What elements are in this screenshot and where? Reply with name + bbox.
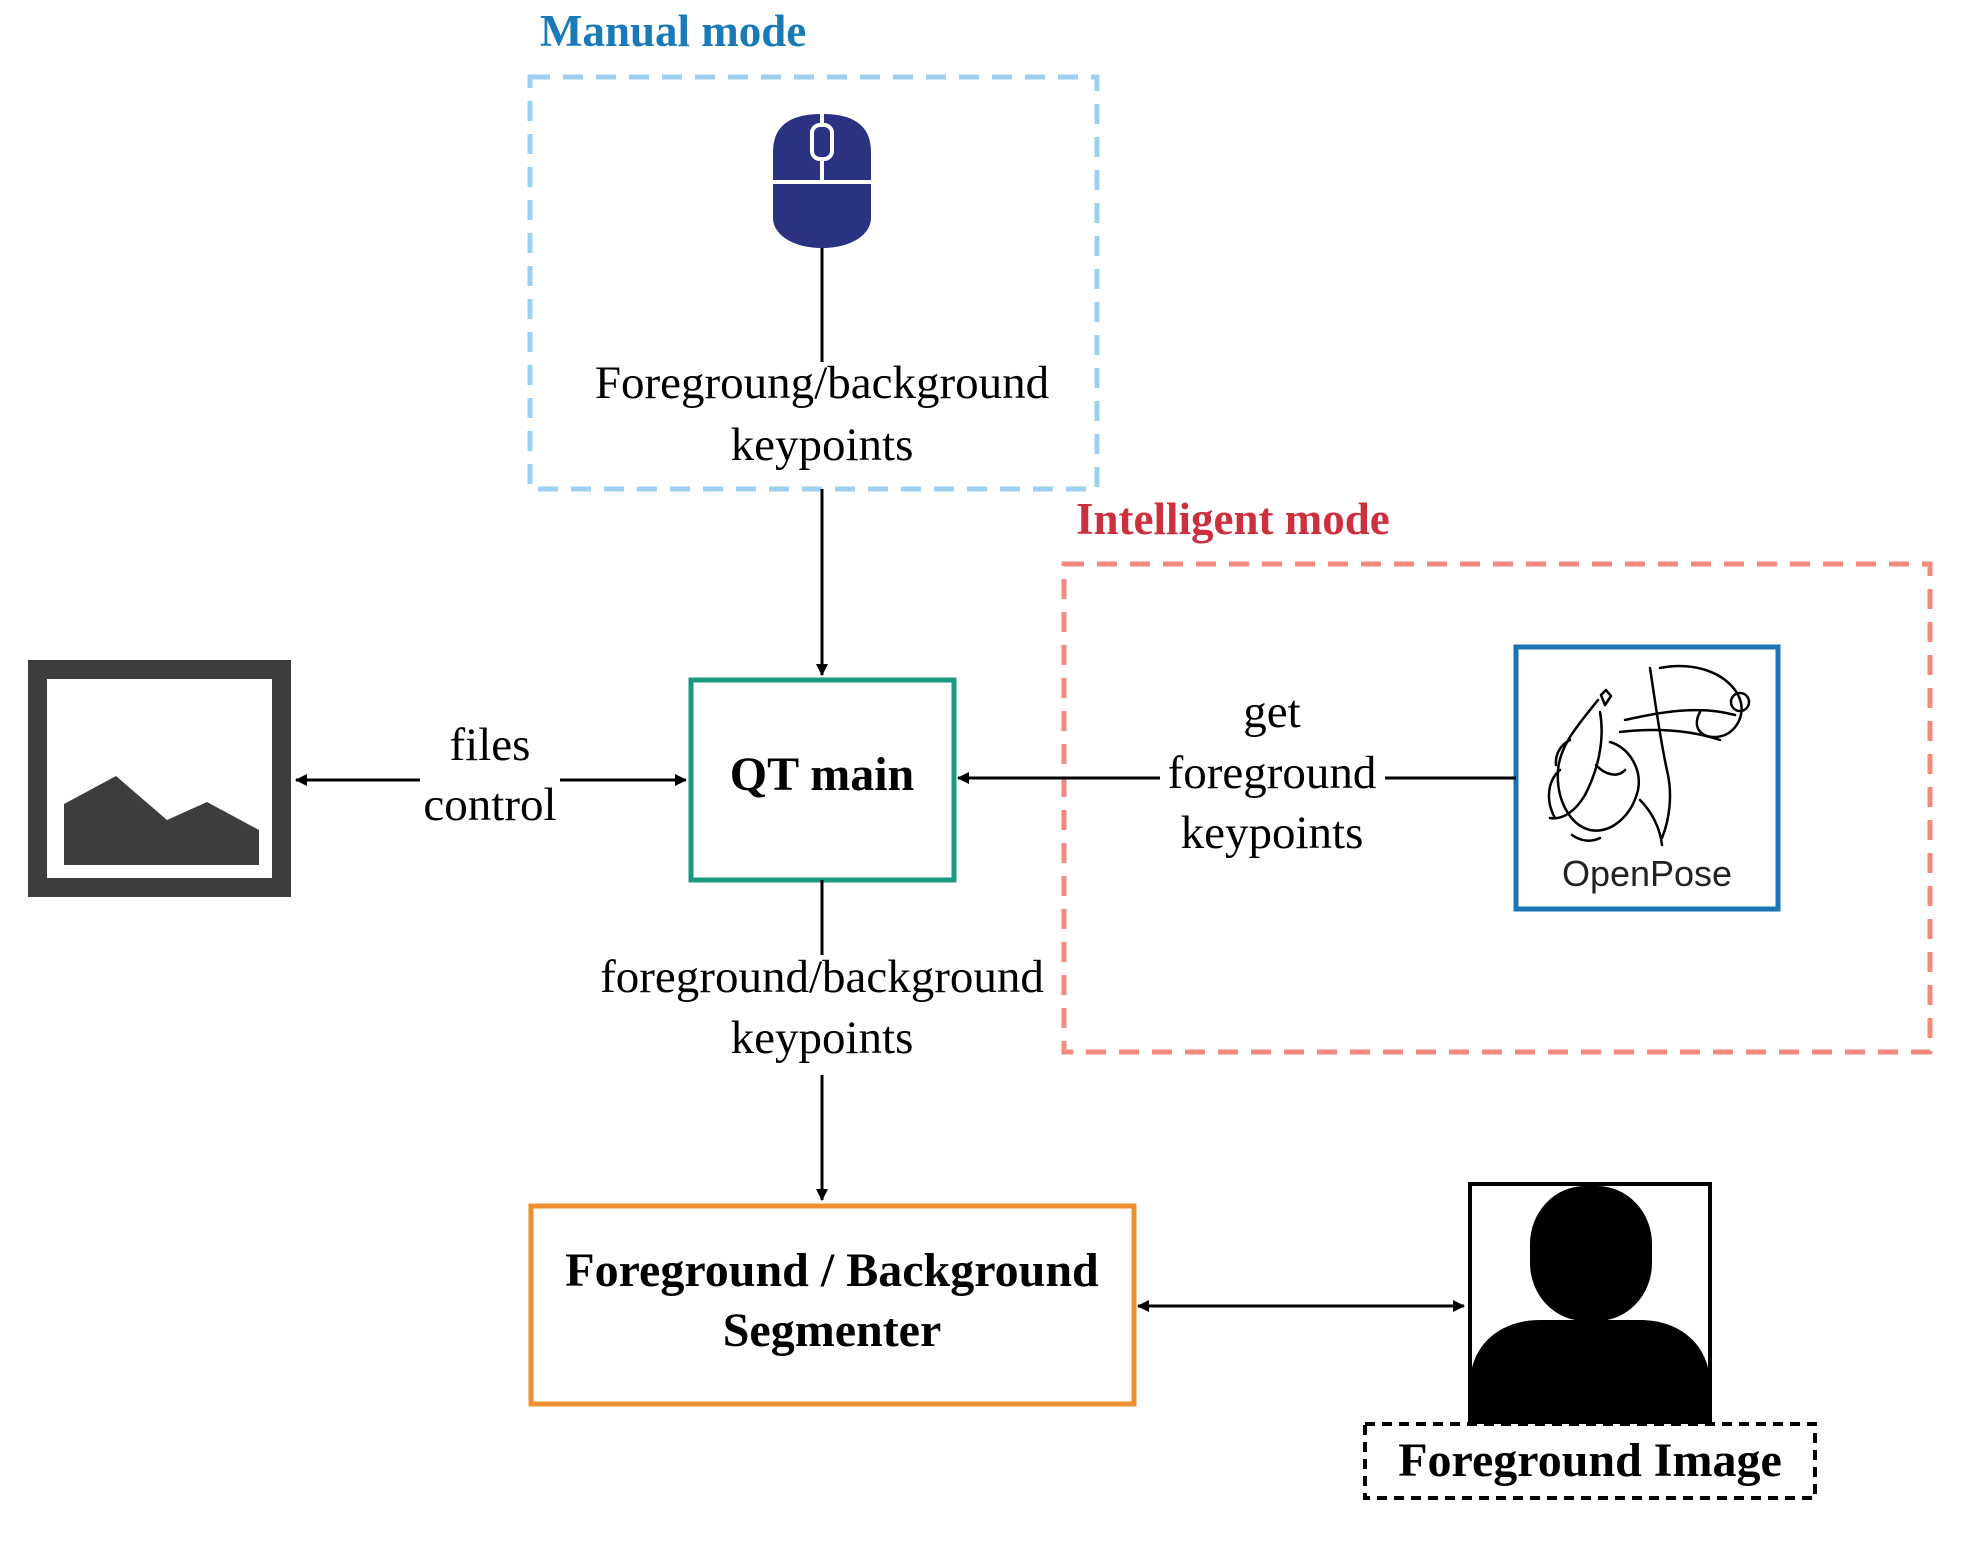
qt-main-node [688,677,957,883]
openpose-label: OpenPose [1562,853,1732,894]
openpose-logo-figure [1547,664,1751,847]
mouse-edge-label-line2: keypoints [731,419,914,471]
openpose-edge-label-line2: foreground [1168,747,1377,799]
foreground-image-label: Foreground Image [1398,1434,1782,1487]
openpose-edge-label-line3: keypoints [1181,807,1364,859]
files-control-label-line1: files [450,719,531,771]
segmenter-label-line1: Foreground / Background [565,1244,1099,1297]
intelligent-mode-group [1061,561,1933,1055]
mouse-icon [773,114,871,248]
manual-mode-title: Manual mode [540,6,806,56]
openpose-node [1513,644,1781,912]
image-file-icon [28,660,291,897]
mouse-edge-label-line1: Foregroung/background [595,357,1049,409]
intelligent-mode-title: Intelligent mode [1076,494,1390,544]
segmenter-node [528,1203,1137,1407]
qt-edge-label-line1: foreground/background [600,951,1044,1003]
openpose-edge-label-line1: get [1243,686,1300,738]
manual-mode-group [527,74,1100,492]
person-icon [1468,1182,1712,1426]
files-control-label-line2: control [423,779,556,831]
foreground-image-label-box [1363,1422,1817,1500]
qt-main-label: QT main [730,748,915,801]
segmenter-label-line2: Segmenter [723,1304,942,1357]
qt-edge-label-line2: keypoints [731,1012,914,1064]
